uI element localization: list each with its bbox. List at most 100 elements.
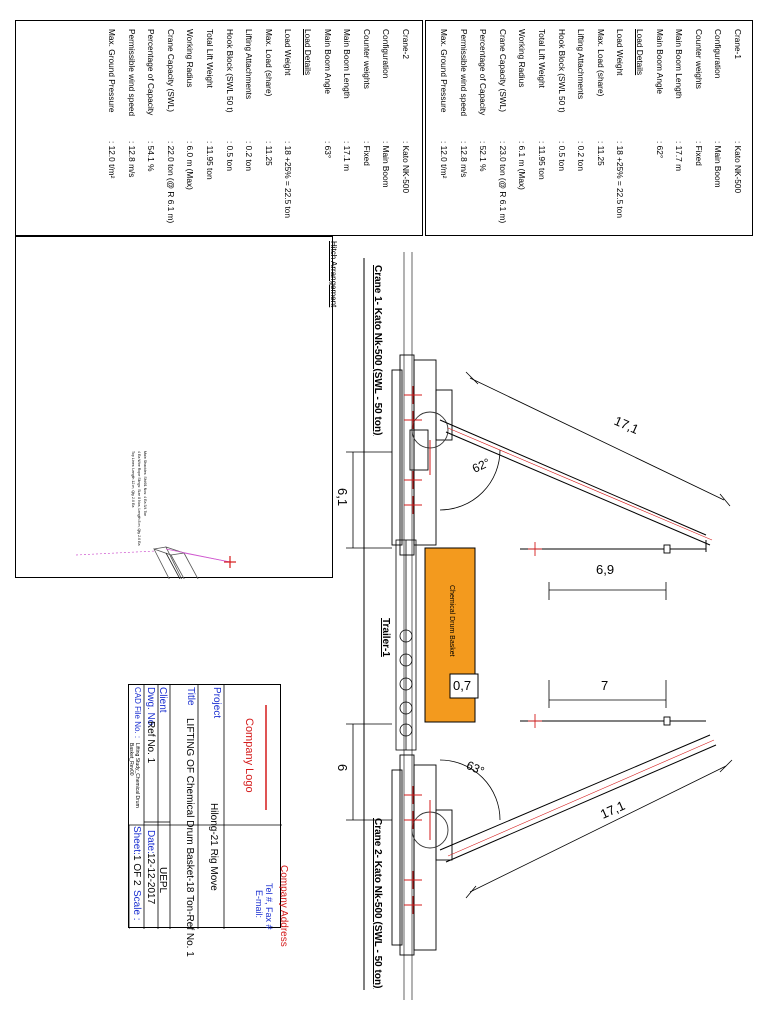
spec-label: Working Radius <box>517 29 528 88</box>
spec-value: : Main Boom <box>713 141 724 188</box>
spec-row: Percentage of Capacity: 54.1 % <box>145 29 157 229</box>
dim-boom-2 <box>465 759 733 899</box>
tel-fax: Tel #, Fax # <box>264 883 274 930</box>
title-value: LIFTING OF Chemical Drum Basket-18 Ton-R… <box>184 718 195 957</box>
spec-row: Total Lift Weight: 11.95 ton <box>204 29 216 229</box>
spec-value: : 23.0 ton (@ R 6.1 m) <box>497 141 508 224</box>
trailer-1 <box>395 539 417 751</box>
spec-label: Max. Ground Pressure <box>439 29 449 113</box>
trailer-label: Trailer-1 <box>380 618 391 657</box>
crane-1-body <box>391 354 453 556</box>
crane-2-body <box>391 754 453 956</box>
dim-radius-1-label: 6,1 <box>335 488 350 507</box>
spec-label: Lifting Attachments <box>244 29 255 100</box>
spec-label: Load Weight <box>283 29 294 76</box>
crane-2-hook-line <box>520 714 706 728</box>
spec-label: Total Lift Weight <box>205 29 215 88</box>
spec-row: Configuration: Main Boom <box>712 29 724 229</box>
dim-gap-label: 0,7 <box>453 678 472 693</box>
spec-value: : 0.2 ton <box>576 141 587 171</box>
spec-label: Max. Load (share) <box>263 29 274 97</box>
dim-boom-1 <box>465 371 731 507</box>
spec-row: Crane-1 : Kato NK-500 <box>732 29 744 229</box>
project-value: Hilong-21 Rig Move <box>208 803 219 891</box>
spec-value: : 11.95 ton <box>537 141 547 180</box>
spec-row: Load Details <box>634 29 646 229</box>
spec-row: Counter weights: Fixed <box>693 29 705 229</box>
dim-hook-1 <box>548 582 667 600</box>
crane1-spec-panel: Crane-1 : Kato NK-500 Configuration: Main … <box>425 20 753 236</box>
spec-value: : 12.0 t/m² <box>439 141 449 179</box>
spec-row: Lifting Attachments : 0.2 ton <box>575 29 587 229</box>
spec-value: : 17.1 m <box>342 141 353 171</box>
spec-label: Main Boom Angle <box>654 29 665 95</box>
spec-label: Max. Load (share) <box>595 29 606 97</box>
spec-value: : Main Boom <box>381 141 392 188</box>
trailer-wheel <box>399 653 413 667</box>
spec-row: Crane Capacity (SWL) : 22.0 ton (@ R 6.1 … <box>165 29 177 229</box>
spec-value: : 52.1 % <box>478 141 489 172</box>
spec-value: : Kato NK-500 <box>401 141 411 194</box>
spec-label: Max. Ground Pressure <box>107 29 117 113</box>
spec-row: Load Details <box>302 29 314 229</box>
spec-row: Permissible wind speed: 12.8 m/s <box>126 29 138 229</box>
spec-value: : Kato NK-500 <box>733 141 743 194</box>
spec-label: Load Details <box>303 29 313 76</box>
spec-label: Crane-1 <box>733 29 743 59</box>
spec-value: : 63° <box>322 141 333 159</box>
spec-value: : 11.25 <box>595 141 606 166</box>
spec-row: Hook Block (SWL 50 t): 0.5 ton <box>224 29 236 229</box>
spec-label: Hook Block (SWL 50 t) <box>224 29 235 113</box>
spec-row: Configuration : Main Boom <box>380 29 392 229</box>
dim-hook-2-label: 7 <box>601 678 609 693</box>
spec-value: : 11.25 <box>263 141 274 166</box>
date-value: 12-12-2017 <box>145 853 156 905</box>
trailer-wheel <box>399 723 413 737</box>
spec-label: Configuration <box>381 29 392 79</box>
crane1-label: Crane 1- Kato Nk-500 (SWL - 50 ton) <box>372 265 383 436</box>
spec-row: Max. Ground Pressure : 12.0 t/m² <box>438 29 450 229</box>
spec-row: Hook Block (SWL 50 t): 0.5 ton <box>556 29 568 229</box>
dim-radius-1 <box>346 451 392 549</box>
spec-value: : 18 +25% = 22.5 ton <box>283 141 294 219</box>
hitch-title: Hitch Arrangement <box>329 241 338 308</box>
spec-row: Main Boom Length : 17.7 m <box>673 29 685 229</box>
spec-value: : 18 +25% = 22.5 ton <box>615 141 626 219</box>
spec-label: Working Radius <box>185 29 196 88</box>
scale-label: Scale : <box>131 890 142 921</box>
angle-2-label: 63° <box>464 758 487 779</box>
spec-label: Crane Capacity (SWL) <box>497 29 508 112</box>
spec-value: : 12.0 t/m² <box>107 141 117 179</box>
dim-hook-1-label: 6,9 <box>596 562 615 577</box>
spec-row: Load Weight: 18 +25% = 22.5 ton <box>614 29 626 229</box>
basket-label: Chemical Drum Basket <box>448 585 455 657</box>
title-block-grid <box>129 685 282 929</box>
spec-row: Crane Capacity (SWL) : 23.0 ton (@ R 6.1 … <box>497 29 509 229</box>
spec-value: : 6.1 m (Max) <box>517 141 528 190</box>
spec-value: : 12.8 m/s <box>458 141 469 178</box>
company-logo: Company Logo <box>243 718 255 793</box>
crane-2-boom <box>439 734 717 863</box>
dim-radius-2 <box>346 723 392 821</box>
hitch-legend-1: Main Shackles: Sh#01 Nos: 4 Ea 3/4 Ton <box>143 451 147 517</box>
spec-label: Permissible wind speed <box>458 29 469 117</box>
spec-value: : 22.0 ton (@ R 6.1 m) <box>165 141 176 224</box>
spec-label: Main Boom Length <box>674 29 685 99</box>
spec-value: : 17.7 m <box>674 141 685 171</box>
spec-label: Lifting Attachments <box>576 29 587 100</box>
hitch-legend-2: 4 Ea Wire Rope Slings: Size 8 Nos, Lengt… <box>137 451 141 546</box>
spec-label: Percentage of Capacity <box>146 29 157 116</box>
crane-1-boom <box>439 419 713 552</box>
spec-row: Crane-2 : Kato NK-500 <box>400 29 412 229</box>
hitch-basket-outline <box>153 546 199 579</box>
crane2-label: Crane 2- Kato Nk-500 (SWL - 50 ton) <box>372 818 383 989</box>
spec-label: Crane-2 <box>401 29 411 59</box>
spec-label: Crane Capacity (SWL) <box>165 29 176 112</box>
spec-row: Main Boom Length: 17.1 m <box>341 29 353 229</box>
hitch-panel: Hitch Arrangement Main Shackles: Sh#01 N… <box>15 236 338 579</box>
client-label: Client <box>157 687 168 713</box>
client-value: UEPL <box>157 867 168 894</box>
spec-label: Counter weights <box>361 29 372 89</box>
spec-row: Load Weight : 18 +25% = 22.5 ton <box>282 29 294 229</box>
hitch-legend-3: Top Lines: Length 12 m, Qty 2.0 Ea <box>131 451 135 508</box>
